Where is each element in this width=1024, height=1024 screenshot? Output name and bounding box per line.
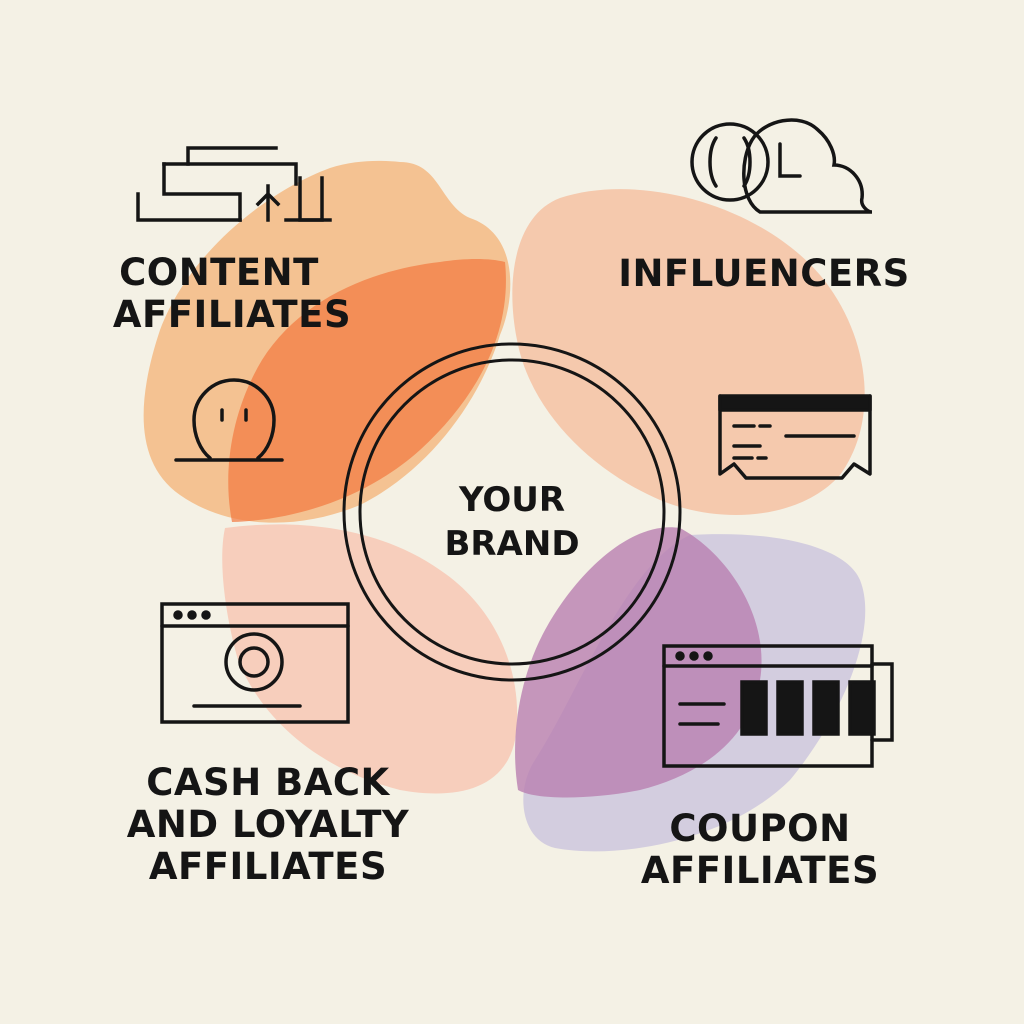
blob-layer — [143, 160, 866, 852]
coupon-affiliates-label: COUPON AFFILIATES — [636, 808, 884, 892]
layout-blocks-icon — [136, 146, 332, 222]
content-line-1: CONTENT — [119, 251, 319, 294]
cashback-line-2: AND LOYALTY — [126, 803, 410, 846]
coupon-line-2: AFFILIATES — [640, 849, 880, 892]
content-affiliates-label: CONTENT AFFILIATES — [112, 252, 352, 336]
cashback-blob — [222, 524, 518, 794]
browser-target-icon — [160, 602, 350, 724]
content-line-2: AFFILIATES — [112, 293, 352, 336]
chat-bubbles-icon — [690, 118, 873, 214]
content-blob-deep — [228, 259, 506, 522]
face-on-line-icon — [174, 378, 284, 462]
cashback-affiliates-label: CASH BACK AND LOYALTY AFFILIATES — [118, 762, 418, 888]
center-line-1: YOUR — [458, 480, 566, 520]
browser-barcode-icon — [662, 644, 894, 768]
center-ring — [342, 342, 682, 682]
coupon-line-1: COUPON — [669, 807, 851, 850]
influencers-label: INFLUENCERS — [616, 253, 912, 295]
cashback-line-1: CASH BACK — [146, 761, 390, 804]
center-line-2: BRAND — [444, 524, 580, 564]
influencers-blob — [512, 189, 865, 515]
cashback-line-3: AFFILIATES — [148, 845, 388, 888]
influencers-line-1: INFLUENCERS — [618, 252, 910, 295]
coupon-blob-purple — [515, 527, 762, 798]
ticket-card-icon — [718, 394, 872, 480]
center-brand-label: YOUR BRAND — [392, 478, 632, 566]
